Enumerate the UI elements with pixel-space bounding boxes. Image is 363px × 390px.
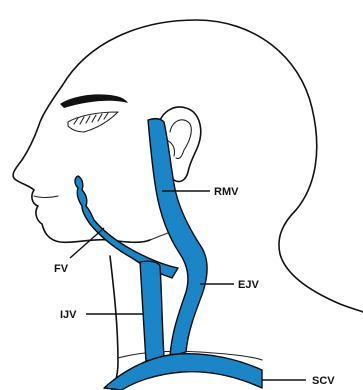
mouth xyxy=(34,196,58,198)
eye-lashes xyxy=(74,113,108,124)
face-profile-line xyxy=(13,86,150,242)
skull-back-line xyxy=(62,20,363,312)
label-fv: FV xyxy=(54,263,69,275)
subclavian-vein xyxy=(104,354,262,390)
label-ijv: IJV xyxy=(60,309,77,321)
eye-region xyxy=(60,94,128,132)
ear-inner xyxy=(170,120,191,159)
internal-jugular-vein xyxy=(140,261,164,362)
fv-leader xyxy=(70,228,104,258)
label-rmv: RMV xyxy=(214,186,239,198)
label-ejv: EJV xyxy=(238,279,259,291)
label-scv: SCV xyxy=(312,375,335,387)
front-neck-line xyxy=(110,256,118,390)
veins xyxy=(75,119,262,390)
eyebrow xyxy=(60,94,128,108)
